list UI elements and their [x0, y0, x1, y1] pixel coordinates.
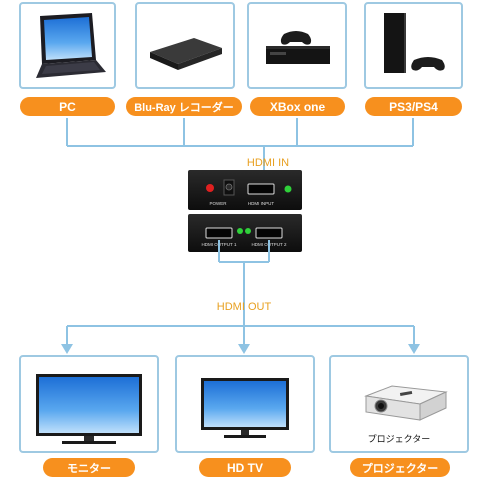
output-label-monitor: モニター	[67, 462, 111, 475]
source-label-xbox: XBox one	[270, 100, 326, 114]
source-label-ps: PS3/PS4	[389, 100, 438, 114]
source-label-pc: PC	[59, 100, 76, 114]
output-arrowhead-left	[61, 344, 73, 354]
output1-led	[237, 228, 243, 234]
output-label-hdtv: HD TV	[227, 461, 263, 475]
power-label: POWER	[209, 201, 227, 206]
projector-caption: プロジェクター	[368, 434, 431, 444]
output-arrowhead-center	[238, 344, 250, 354]
output-label-projector: プロジェクター	[362, 461, 439, 475]
hdmi-out-label: HDMI OUT	[217, 301, 272, 313]
laptop-icon	[36, 13, 106, 78]
hd-tv-icon	[201, 378, 289, 438]
power-led	[206, 184, 214, 192]
output2-led	[245, 228, 251, 234]
xbox-console-icon	[266, 31, 330, 64]
source-label-bluray: Blu-Ray レコーダー	[134, 100, 234, 114]
output-arrowhead-right	[408, 344, 420, 354]
monitor-icon	[36, 374, 142, 444]
input-led	[284, 185, 292, 193]
output-connector-lines	[66, 240, 415, 346]
hdmi-output1-port	[205, 227, 233, 239]
hdmi-in-label: HDMI IN	[247, 157, 289, 169]
hdmi-input-port	[247, 183, 275, 195]
hdmi-input-label: HDMI INPUT	[248, 201, 274, 206]
hdmi-splitter-device: POWER HDMI INPUT HDMI OUTPUT 1 HDMI OUTP…	[188, 170, 302, 252]
projector-icon	[364, 385, 448, 421]
input-connector-lines	[66, 118, 414, 180]
source-frame-xbox	[247, 2, 347, 89]
bluray-recorder-icon	[150, 38, 222, 70]
source-frame-ps	[364, 2, 463, 89]
hdmi-output2-port	[255, 227, 283, 239]
playstation-console-icon	[384, 13, 445, 73]
